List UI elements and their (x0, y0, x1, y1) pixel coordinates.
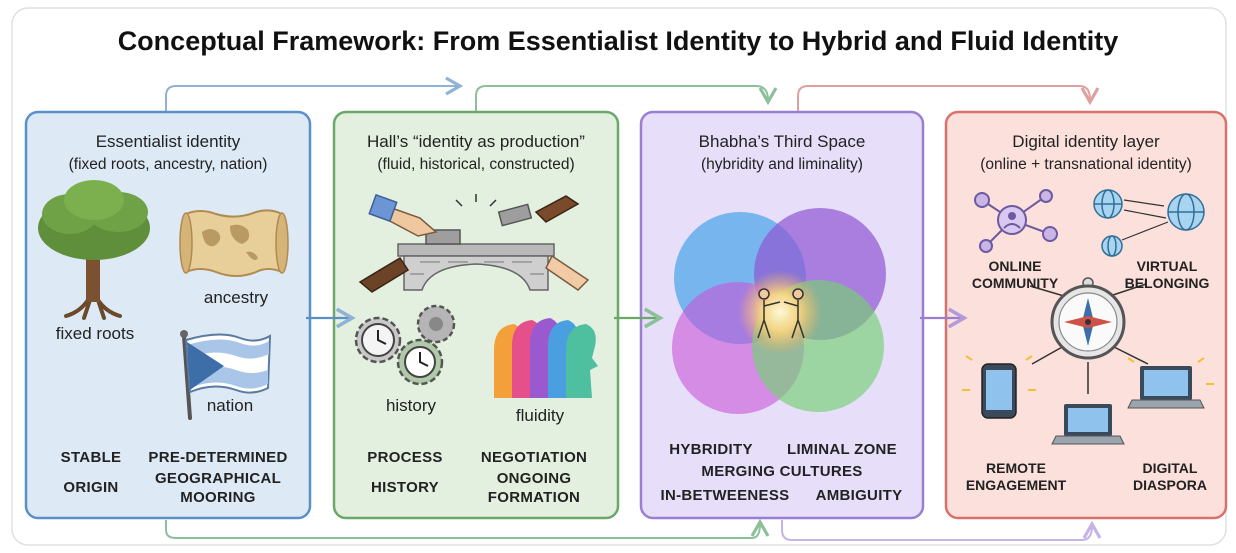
panel-1-heading: Essentialist identity (95, 132, 241, 151)
keyword-history: HISTORY (371, 479, 439, 496)
smartphone-icon (962, 355, 1036, 419)
keyword-origin: ORIGIN (63, 479, 119, 496)
panel-3-subheading: (hybridity and liminality) (701, 156, 863, 173)
panel-3-heading: Bhabha’s Third Space (698, 132, 866, 151)
arrow-bottom-1 (165, 518, 770, 539)
panel-4-header: Digital identity layer (online + transna… (946, 130, 1226, 176)
meeting-figures-icon (757, 288, 805, 339)
compass-icon (1029, 277, 1149, 394)
diagram-title: Conceptual Framework: From Essentialist … (117, 26, 1119, 56)
arrow-top-2 (475, 85, 778, 112)
panel-2-header: Hall’s “identity as production” (fluid, … (334, 130, 618, 176)
arrow-top-3 (797, 85, 1100, 112)
network-icon (974, 189, 1058, 253)
keyword-in-betweeness: IN-BETWEENESS (660, 487, 790, 504)
keyword-pre-determined: PRE-DETERMINED (148, 449, 288, 466)
keyword-merging-cultures: MERGING CULTURES (701, 463, 863, 480)
keyword-hybridity: HYBRIDITY (669, 441, 753, 458)
label-digital: DIGITAL (1142, 460, 1198, 476)
label-community: COMMUNITY (971, 275, 1059, 291)
label-online: ONLINE (988, 258, 1042, 274)
keyword-geographical: GEOGRAPHICAL (154, 470, 282, 487)
label-ancestry: ancestry (203, 288, 269, 307)
label-remote: REMOTE (986, 460, 1046, 476)
bridge-building-icon (358, 193, 590, 293)
label-diaspora: DIASPORA (1133, 477, 1207, 493)
panel-4-heading: Digital identity layer (1012, 132, 1160, 151)
globes-icon (1093, 189, 1205, 257)
panel-1-header: Essentialist identity (fixed roots, ance… (26, 130, 310, 176)
keyword-ambiguity: AMBIGUITY (815, 487, 903, 504)
keyword-stable: STABLE (60, 449, 122, 466)
keyword-negotiation: NEGOTIATION (480, 449, 588, 466)
label-engagement: ENGAGEMENT (965, 477, 1067, 493)
label-nation: nation (206, 396, 254, 415)
keyword-ongoing: ONGOING (496, 470, 572, 487)
keyword-mooring: MOORING (180, 489, 256, 506)
label-virtual: VIRTUAL (1136, 258, 1198, 274)
keyword-process: PROCESS (367, 449, 443, 466)
flag-icon (180, 330, 272, 420)
label-fixed-roots: fixed roots (55, 324, 135, 343)
panel-1-subheading: (fixed roots, ancestry, nation) (68, 156, 268, 173)
label-fluidity: fluidity (515, 406, 565, 425)
venn-circles-icon (672, 208, 886, 414)
map-scroll-icon (179, 209, 289, 277)
arrow-bottom-2 (781, 520, 1102, 541)
panel-3-header: Bhabha’s Third Space (hybridity and limi… (641, 130, 923, 176)
tree-icon (38, 180, 150, 320)
label-history: history (385, 396, 437, 415)
panel-4-subheading: (online + transnational identity) (980, 156, 1192, 173)
arrow-top-1 (165, 76, 464, 112)
label-belonging: BELONGING (1124, 275, 1210, 291)
keyword-liminal-zone: LIMINAL ZONE (787, 441, 897, 458)
laptop-icon (1051, 357, 1214, 445)
panel-2-subheading: (fluid, historical, constructed) (377, 156, 575, 173)
keyword-formation: FORMATION (487, 489, 581, 506)
panel-2-heading: Hall’s “identity as production” (367, 132, 585, 151)
silhouettes-icon (494, 318, 598, 398)
gears-clock-icon (354, 304, 456, 386)
